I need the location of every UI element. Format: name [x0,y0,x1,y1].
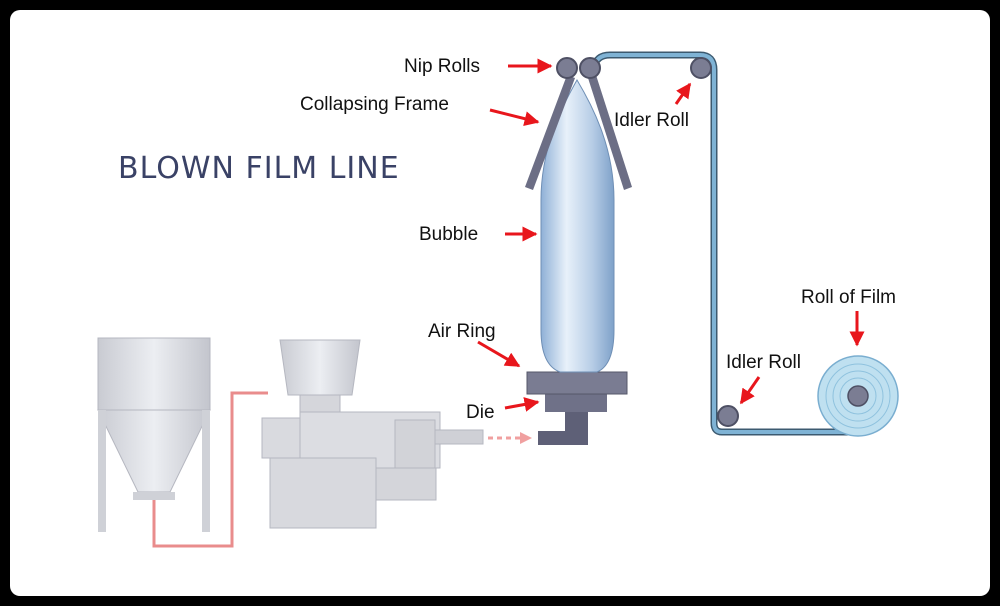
blown-film-line-diagram: BLOWN FILM LINE [97,51,899,548]
film-web-path [590,51,852,436]
arrow-collapsing-frame [489,108,540,127]
label-roll-of-film: Roll of Film [801,287,896,308]
resin-silo [97,337,211,532]
arrow-air-ring [477,340,521,368]
label-air-ring: Air Ring [428,321,496,342]
label-idler-roll-top: Idler Roll [614,110,689,131]
extruder [261,339,484,529]
air-ring [526,371,628,395]
idler-roll-bottom [717,405,739,427]
label-collapsing-frame: Collapsing Frame [300,94,449,115]
arrow-die [504,397,540,412]
nip-roll-left [556,57,578,79]
label-nip-rolls: Nip Rolls [404,56,480,77]
label-bubble: Bubble [419,224,478,245]
nip-roll-right [579,57,601,79]
arrow-idler-roll-bottom [739,376,761,405]
label-idler-roll-bottom: Idler Roll [726,352,801,373]
resin-feed-line [152,391,268,548]
melt-flow-arrow [488,432,532,444]
diagram-frame: BLOWN FILM LINE [10,10,990,596]
label-die: Die [466,402,495,423]
idler-roll-top [690,57,712,79]
pointer-arrows [477,58,865,412]
roll-of-film [817,355,899,437]
arrow-idler-roll-top [674,82,692,105]
die [538,392,607,445]
collapsing-frame [525,75,632,190]
diagram-title: BLOWN FILM LINE [118,151,400,186]
